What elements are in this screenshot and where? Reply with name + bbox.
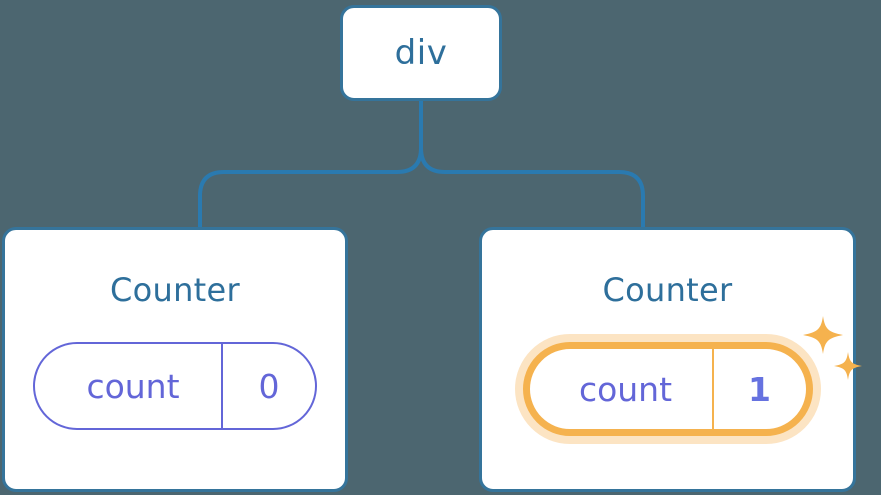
state-value-right-text: 1 <box>748 369 771 409</box>
state-key-right: count <box>530 349 712 429</box>
state-value-left-text: 0 <box>258 366 280 406</box>
state-value-right: 1 <box>711 349 806 429</box>
state-key-left-text: count <box>86 366 180 406</box>
state-key-left: count <box>35 344 221 428</box>
state-pill-wrap-right: count 1 <box>522 316 862 436</box>
node-counter-left[interactable]: Counter count 0 <box>2 227 348 492</box>
state-pill-wrap-left: count 0 <box>33 342 317 430</box>
node-counter-left-title: Counter <box>110 271 240 309</box>
node-div-label: div <box>394 33 448 73</box>
state-pill-left[interactable]: count 0 <box>33 342 317 430</box>
state-key-right-text: count <box>578 369 673 409</box>
sparkle-icon <box>802 316 843 354</box>
node-div[interactable]: div <box>340 5 502 101</box>
edge-to-left-child <box>198 99 423 231</box>
node-counter-right-title: Counter <box>602 271 733 309</box>
node-counter-right[interactable]: Counter count 1 <box>479 227 862 492</box>
state-pill-right[interactable]: count 1 <box>522 342 813 436</box>
edge-to-right-child <box>419 99 645 231</box>
state-value-left: 0 <box>221 344 315 428</box>
